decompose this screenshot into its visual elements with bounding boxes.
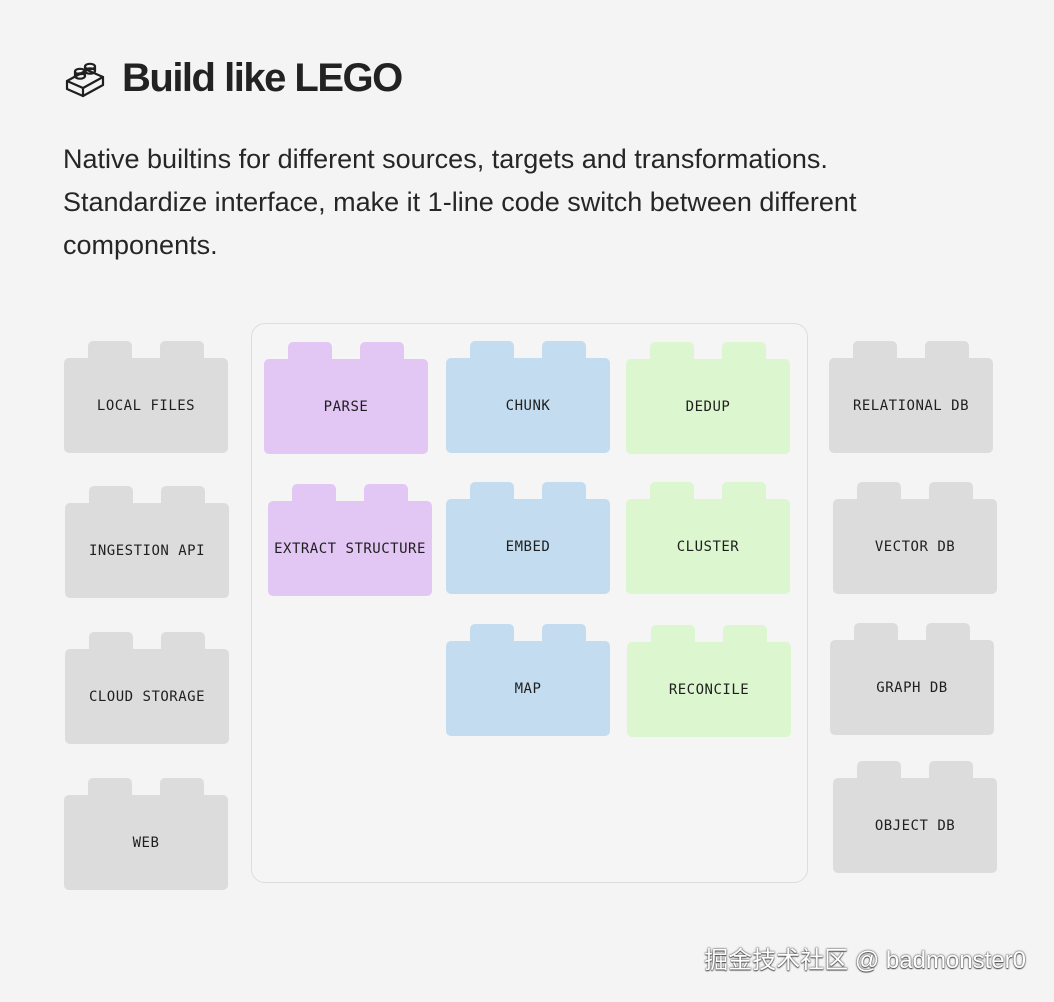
brick-body: RECONCILE — [627, 642, 791, 737]
brick-label: RECONCILE — [668, 681, 750, 698]
brick-body: VECTOR DB — [833, 499, 997, 594]
brick-label: GRAPH DB — [876, 679, 948, 696]
brick-label: VECTOR DB — [874, 538, 956, 555]
brick-body: WEB — [64, 795, 228, 890]
source-ingestion-api: INGESTION API — [65, 486, 229, 598]
brick-body: EMBED — [446, 499, 610, 594]
target-object-db: OBJECT DB — [833, 761, 997, 873]
description-line: Standardize interface, make it 1-line co… — [63, 187, 857, 217]
target-graph-db: GRAPH DB — [830, 623, 994, 735]
brick-label: RELATIONAL DB — [852, 397, 970, 414]
brick-body: LOCAL FILES — [64, 358, 228, 453]
brick-body: CHUNK — [446, 358, 610, 453]
brick-body: MAP — [446, 641, 610, 736]
source-cloud-storage: CLOUD STORAGE — [65, 632, 229, 744]
brick-label: WEB — [132, 834, 160, 851]
page-header: Build like LEGO — [63, 56, 403, 100]
brick-label: EMBED — [505, 538, 551, 555]
transform-reconcile: RECONCILE — [627, 625, 791, 737]
description-line: components. — [63, 230, 218, 260]
transform-dedup: DEDUP — [626, 342, 790, 454]
brick-label: DEDUP — [685, 398, 731, 415]
brick-label: EXTRACT STRUCTURE — [274, 540, 426, 557]
brick-body: DEDUP — [626, 359, 790, 454]
transform-embed: EMBED — [446, 482, 610, 594]
transform-chunk: CHUNK — [446, 341, 610, 453]
brick-body: INGESTION API — [65, 503, 229, 598]
description-line: Native builtins for different sources, t… — [63, 144, 828, 174]
brick-label: CHUNK — [505, 397, 551, 414]
transform-cluster: CLUSTER — [626, 482, 790, 594]
brick-label: CLOUD STORAGE — [88, 688, 206, 705]
brick-body: OBJECT DB — [833, 778, 997, 873]
brick-body: CLOUD STORAGE — [65, 649, 229, 744]
lego-brick-icon — [65, 62, 105, 98]
brick-body: CLUSTER — [626, 499, 790, 594]
watermark: 掘金技术社区 @ badmonster0 — [704, 947, 1026, 974]
source-local-files: LOCAL FILES — [64, 341, 228, 453]
page-title: Build like LEGO — [122, 56, 403, 100]
transform-map: MAP — [446, 624, 610, 736]
source-web: WEB — [64, 778, 228, 890]
brick-label: LOCAL FILES — [96, 397, 196, 414]
brick-label: PARSE — [323, 398, 369, 415]
brick-label: INGESTION API — [88, 542, 206, 559]
transform-parse: PARSE — [264, 342, 428, 454]
brick-label: CLUSTER — [676, 538, 740, 555]
brick-body: EXTRACT STRUCTURE — [268, 501, 432, 596]
description-text: Native builtins for different sources, t… — [63, 138, 963, 267]
brick-body: GRAPH DB — [830, 640, 994, 735]
brick-body: PARSE — [264, 359, 428, 454]
target-relational-db: RELATIONAL DB — [829, 341, 993, 453]
brick-body: RELATIONAL DB — [829, 358, 993, 453]
target-vector-db: VECTOR DB — [833, 482, 997, 594]
brick-label: OBJECT DB — [874, 817, 956, 834]
brick-label: MAP — [514, 680, 542, 697]
transform-extract-structure: EXTRACT STRUCTURE — [268, 484, 432, 596]
